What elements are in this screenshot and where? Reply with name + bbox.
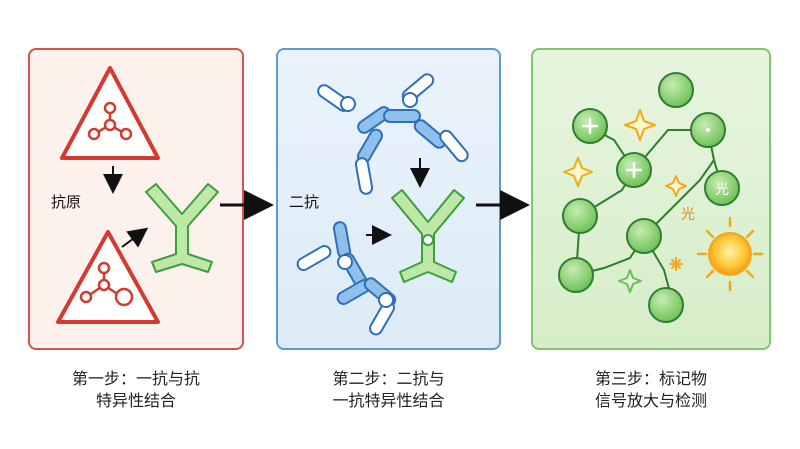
bead-light (704, 170, 740, 206)
step1-caption: 第一步：一抗与抗 特异性结合 (28, 368, 244, 412)
antigen-triangle-top (60, 66, 160, 160)
step2-caption: 第二步：二抗与 一抗特异性结合 (276, 368, 501, 412)
step2-caption-line2: 一抗特异性结合 (332, 391, 445, 410)
bead-symbols (581, 117, 643, 179)
primary-antibody-bound (391, 189, 465, 283)
secondary-antibody-top-left (317, 84, 391, 195)
bead (658, 72, 694, 108)
sparkle-icons (563, 109, 687, 293)
light-label-bead: 光 (715, 182, 729, 198)
secondary-antibody-bottom-right (363, 277, 397, 336)
asterisk-icon (669, 257, 683, 271)
bead (558, 257, 594, 293)
dot-icon (706, 128, 710, 132)
step3-caption: 第三步：标记物 信号放大与检测 (531, 368, 771, 412)
secondary-antibody-label: 二抗 (289, 193, 320, 211)
step2-caption-line1: 第二步：二抗与 (332, 369, 445, 388)
secondary-antibody-bottom-left (296, 221, 372, 305)
label-beads (558, 72, 740, 323)
sparkle-icon (665, 175, 687, 197)
step3-caption-line2: 信号放大与检测 (594, 391, 707, 410)
sparkle-icon (563, 157, 593, 187)
light-label: 光 (681, 207, 695, 223)
secondary-antibody-top-right (383, 73, 469, 163)
bead (562, 198, 598, 234)
primary-antibody (145, 183, 219, 273)
sparkle-icon (624, 109, 656, 141)
arrow-to-antibody (121, 227, 149, 248)
bead (626, 218, 662, 254)
signal-network (575, 125, 723, 301)
bead (648, 287, 684, 323)
step1-caption-line2: 特异性结合 (95, 391, 176, 410)
step1-caption-line1: 第一步：一抗与抗 (71, 369, 200, 388)
antigen-label: 抗原 (51, 193, 82, 211)
sparkle-icon (618, 269, 642, 293)
antigen-triangle-bottom (56, 230, 160, 324)
sun-icon (696, 216, 764, 292)
step3-caption-line1: 第三步：标记物 (594, 369, 707, 388)
